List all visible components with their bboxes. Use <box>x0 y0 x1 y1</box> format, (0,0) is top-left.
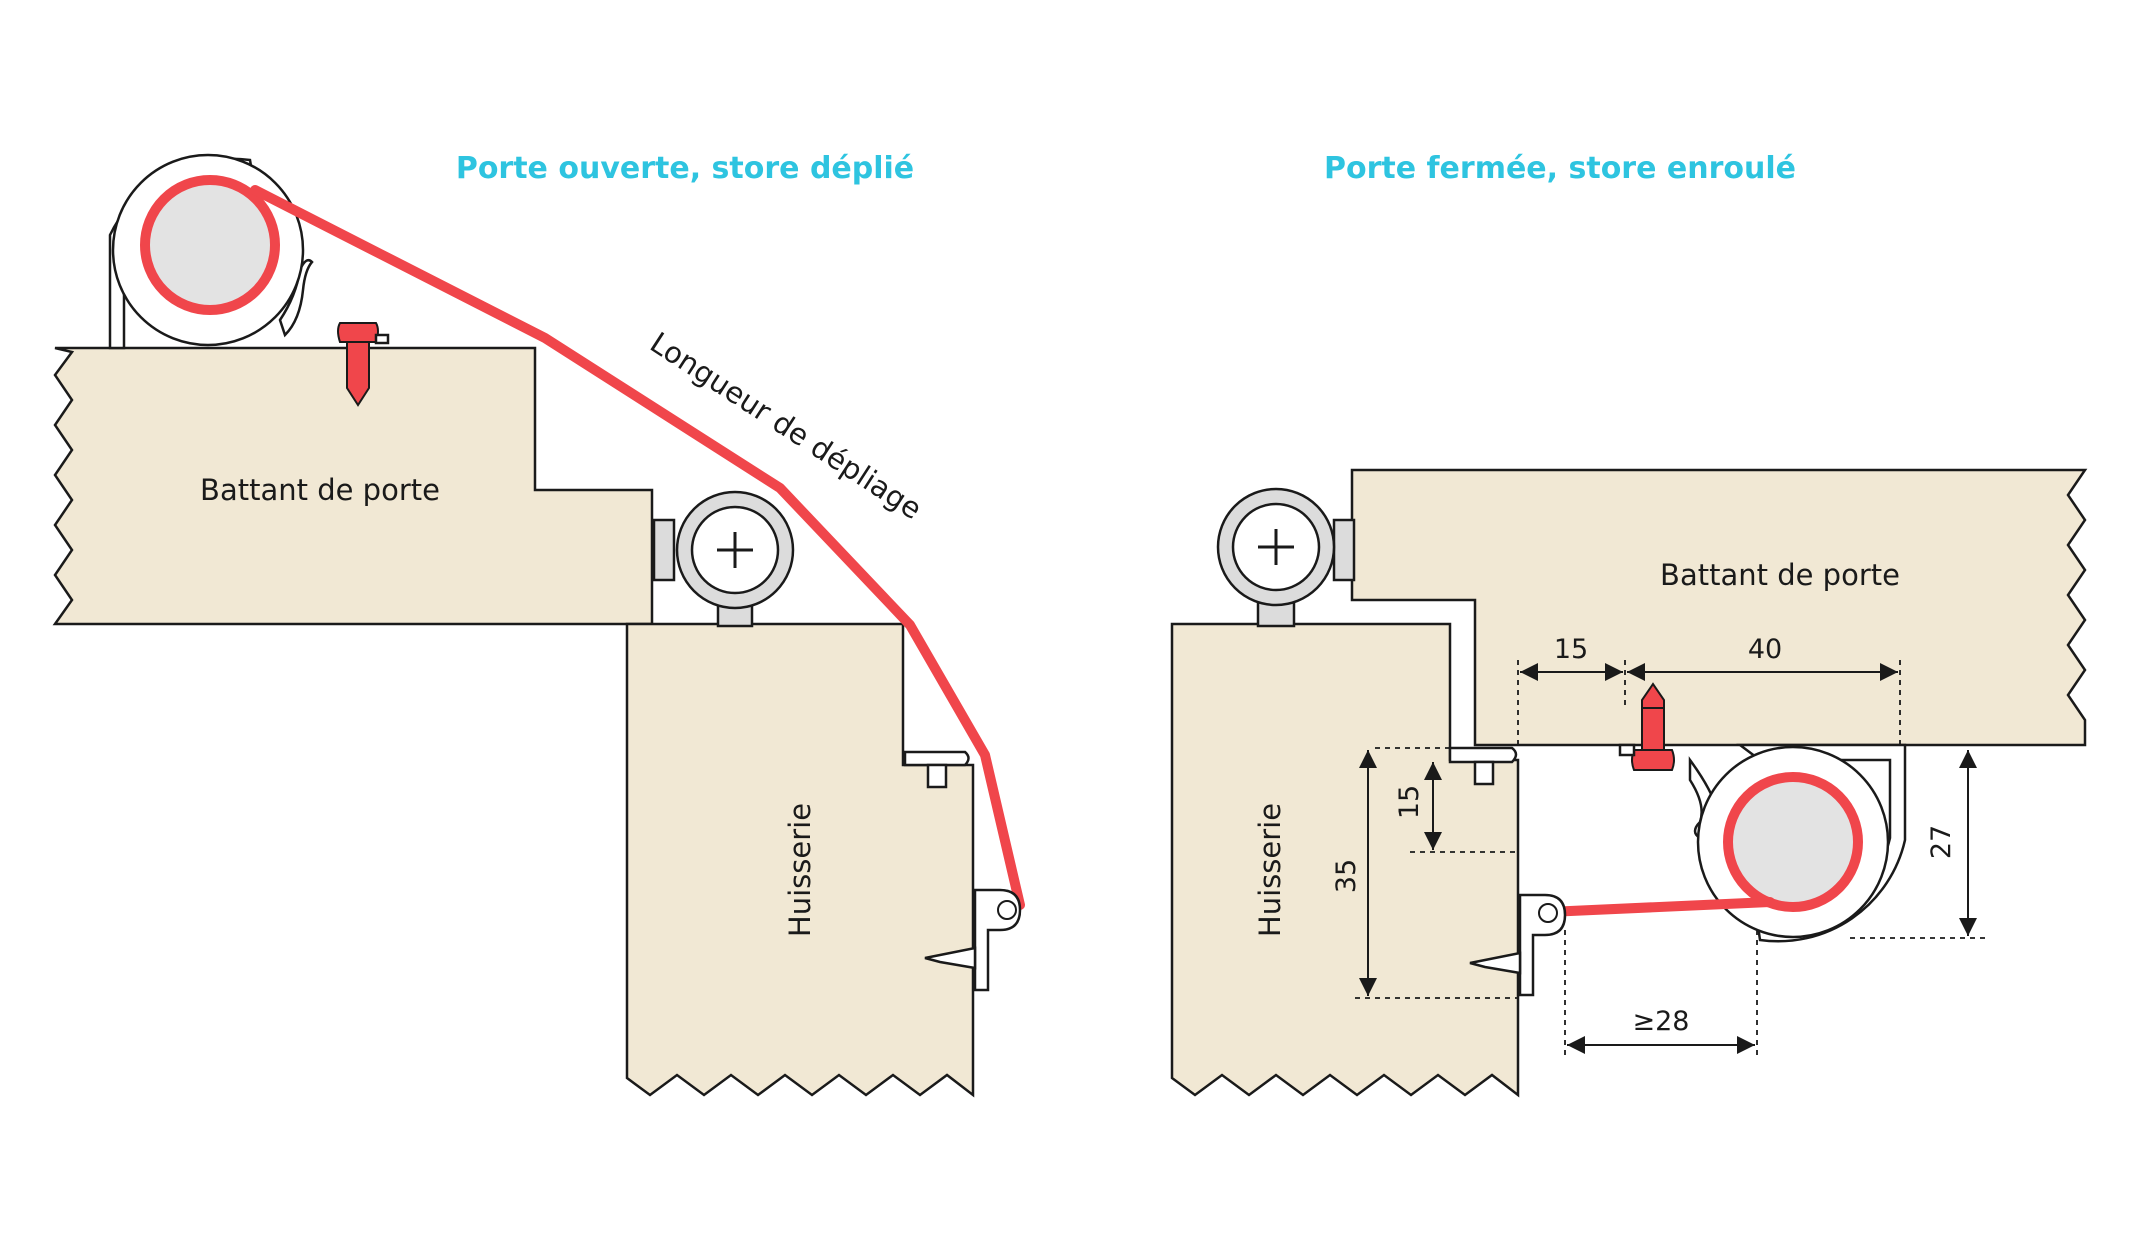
left-door-frame <box>625 622 975 1098</box>
dimension-40: 40 <box>1627 634 1901 745</box>
right-hinge <box>1216 487 1356 628</box>
dimension-35: 35 <box>1331 750 1518 999</box>
dimension-35-label: 35 <box>1331 859 1362 893</box>
right-door-leaf-label: Battant de porte <box>1660 558 1900 592</box>
right-screen-strip <box>1543 897 1775 917</box>
right-strip-clip <box>1469 893 1567 997</box>
left-hinge-screw-icon <box>717 532 753 568</box>
right-door-leaf <box>1350 468 2088 747</box>
right-roller-drum <box>1723 772 1863 912</box>
left-hinge <box>652 490 795 628</box>
right-fixing-pin <box>1618 682 1675 771</box>
right-hinge-screw-icon <box>1258 529 1294 565</box>
dimension-15-vertical: 15 <box>1375 747 1518 853</box>
dimension-15-horizontal: 15 <box>1517 634 1626 745</box>
left-frame-label: Huisserie <box>783 803 817 937</box>
left-seal-clip <box>903 750 970 789</box>
right-panel: Porte fermée, store enroulé Battant de p… <box>1170 151 2088 1098</box>
left-screen-strip <box>250 185 1025 910</box>
dimension-15-horizontal-label: 15 <box>1554 634 1588 665</box>
dimension-27-label: 27 <box>1926 825 1957 859</box>
right-frame-label: Huisserie <box>1253 803 1287 937</box>
dimension-15-vertical-label: 15 <box>1394 785 1425 819</box>
right-seal-clip <box>1448 746 1518 786</box>
dimension-28: ≥28 <box>1564 930 1758 1058</box>
left-strip-clip <box>924 888 1022 992</box>
left-roller-drum <box>140 175 280 315</box>
left-panel-title: Porte ouverte, store déplié <box>456 151 914 186</box>
dimension-40-label: 40 <box>1748 634 1782 665</box>
left-roller-housing <box>108 153 314 350</box>
left-panel: Porte ouverte, store déplié Battant de p… <box>52 151 1025 1098</box>
left-fixing-pin <box>337 322 390 407</box>
left-door-leaf <box>52 346 654 626</box>
right-roller-housing <box>1688 743 1907 943</box>
dimension-27: 27 <box>1850 750 1985 939</box>
right-door-frame <box>1170 622 1520 1098</box>
dimension-28-label: ≥28 <box>1633 1006 1690 1037</box>
right-panel-title: Porte fermée, store enroulé <box>1324 151 1796 186</box>
left-door-leaf-label: Battant de porte <box>200 473 440 507</box>
